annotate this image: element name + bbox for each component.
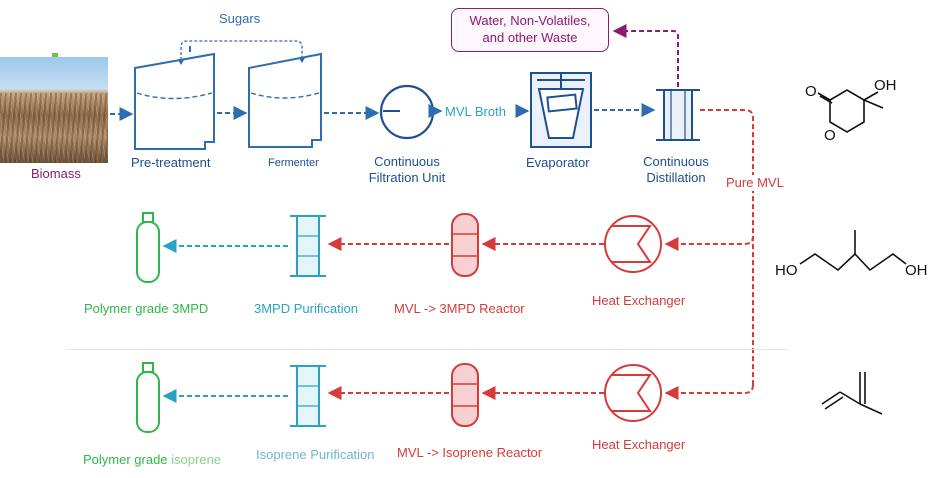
gas-cylinder-3mpd <box>136 212 160 283</box>
heat-exchanger-1 <box>604 215 662 273</box>
heat-exchanger-1-label: Heat Exchanger <box>592 293 686 308</box>
polymer-isoprene-prefix: Polymer grade <box>83 452 172 467</box>
molecule-isoprene <box>821 372 883 415</box>
biomass-label: Biomass <box>31 166 81 181</box>
purification-3mpd-label: 3MPD Purification <box>254 301 359 316</box>
pretreatment-label: Pre-treatment <box>131 155 211 170</box>
reactor-3mpd-label: MVL -> 3MPD Reactor <box>394 301 525 316</box>
distillation-column <box>656 89 700 141</box>
heat-exchanger-2 <box>604 364 662 422</box>
fermenter-label: Fermenter <box>268 157 319 169</box>
waste-label: Water, Non-Volatiles, and other Waste <box>469 13 591 45</box>
filtration-label: Continuous Filtration Unit <box>368 154 446 185</box>
mvl-broth-label: MVL Broth <box>443 104 508 120</box>
reactor-isoprene-label: MVL -> Isoprene Reactor <box>397 445 543 460</box>
sugars-label: Sugars <box>219 11 261 26</box>
photo-marker <box>52 53 58 57</box>
filtration-unit <box>379 84 435 140</box>
sugars-recycle-line <box>180 40 303 60</box>
pure-mvl-label: Pure MVL <box>726 175 784 191</box>
reactor-3mpd <box>451 213 479 277</box>
polymer-3mpd-label: Polymer grade 3MPD <box>84 301 209 316</box>
pretreatment-tank <box>134 46 215 150</box>
row-divider <box>66 349 788 350</box>
flow-distillation-to-waste <box>612 24 679 87</box>
mvl-carbonyl-oxygen: O <box>805 83 817 100</box>
mpd-left-hydroxyl: HO <box>775 262 798 279</box>
sugars-loop-right-tip <box>299 58 305 63</box>
evaporator <box>530 72 592 148</box>
flow-trunk-to-hx1 <box>664 235 754 251</box>
corn-stubble-texture <box>0 93 108 163</box>
purification-isoprene-label: Isoprene Purification <box>256 447 375 462</box>
sugars-loop-left-tip <box>178 60 184 65</box>
purification-3mpd-column <box>290 215 326 277</box>
molecule-mevalonolactone <box>817 89 884 133</box>
purification-isoprene-column <box>290 365 326 427</box>
polymer-isoprene-label: Polymer grade isoprene <box>83 452 221 468</box>
heat-exchanger-2-label: Heat Exchanger <box>592 437 686 452</box>
evaporator-label: Evaporator <box>526 155 590 170</box>
polymer-isoprene-word: isoprene <box>171 452 222 467</box>
mvl-ring-oxygen: O <box>824 127 836 144</box>
flow-pure-mvl-trunk <box>700 109 754 385</box>
waste-output-box: Water, Non-Volatiles, and other Waste <box>451 8 609 52</box>
biomass-field-photo <box>0 57 108 163</box>
mvl-hydroxyl: OH <box>874 77 897 94</box>
gas-cylinder-isoprene <box>136 362 160 433</box>
molecule-3mpd <box>799 230 907 272</box>
fermenter-tank <box>248 52 322 148</box>
mpd-right-hydroxyl: OH <box>905 262 928 279</box>
flow-trunk-to-hx2 <box>664 384 754 400</box>
reactor-isoprene <box>451 363 479 427</box>
distillation-label: Continuous Distillation <box>643 154 709 185</box>
